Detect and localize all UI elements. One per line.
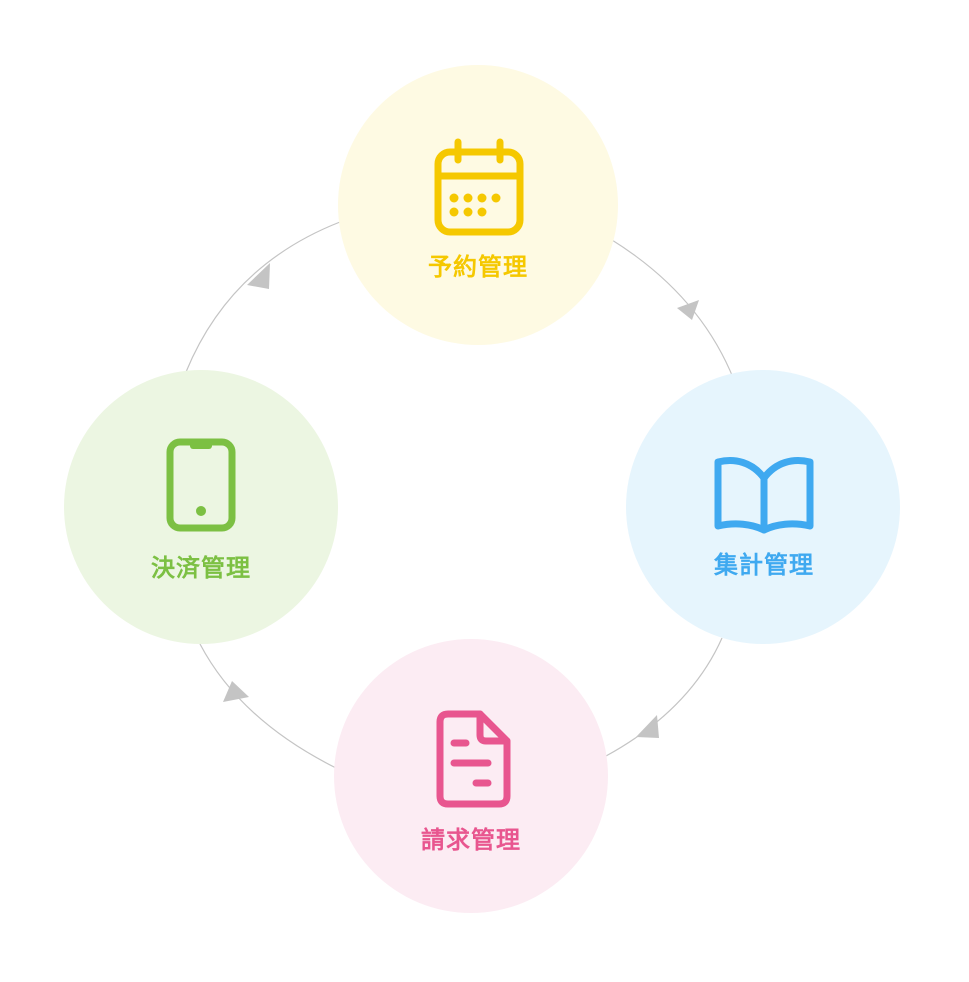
- node-aggregation-label: 集計管理: [713, 551, 814, 579]
- arrow-head-3: [223, 681, 249, 702]
- node-billing-circle: [334, 639, 608, 913]
- arc-aggregation-to-billing: [605, 637, 723, 757]
- node-billing-label: 請求管理: [421, 826, 521, 854]
- node-payment: 決済管理: [64, 370, 338, 644]
- arc-payment-to-reservation: [185, 221, 341, 373]
- calendar-dots: [449, 193, 501, 217]
- arrow-head-1: [677, 300, 699, 320]
- arrow-head-4: [247, 263, 270, 289]
- document-icon: [436, 710, 511, 808]
- node-billing: 請求管理: [334, 639, 608, 913]
- node-reservation: 予約管理: [338, 65, 618, 345]
- arc-reservation-to-aggregation: [611, 239, 735, 381]
- connector-arcs: [185, 221, 735, 769]
- open-book-icon: [714, 457, 814, 534]
- node-reservation-label: 予約管理: [428, 253, 528, 281]
- arc-billing-to-payment: [199, 643, 337, 769]
- node-reservation-circle: [338, 65, 618, 345]
- calendar-icon: [434, 138, 524, 236]
- arrow-head-2: [636, 715, 659, 738]
- arrow-heads: [223, 263, 699, 738]
- node-payment-label: 決済管理: [151, 554, 251, 582]
- smartphone-details: [190, 442, 212, 516]
- node-aggregation: 集計管理: [626, 370, 900, 644]
